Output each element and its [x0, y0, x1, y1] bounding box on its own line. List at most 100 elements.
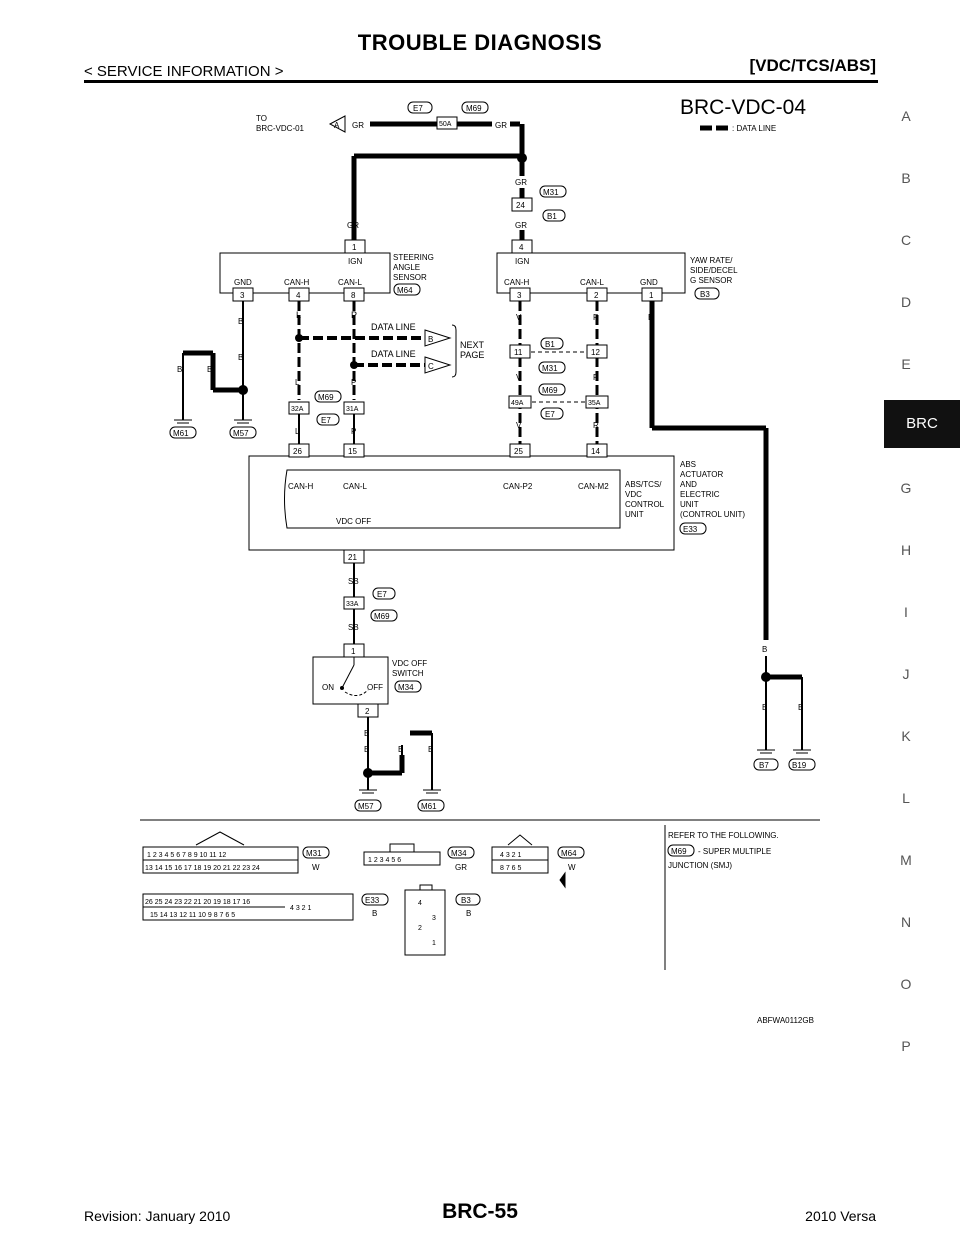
tab-D[interactable]: D — [900, 294, 912, 310]
svg-text:1: 1 — [432, 940, 436, 947]
svg-text:REFER TO THE FOLLOWING.: REFER TO THE FOLLOWING. — [668, 831, 779, 840]
svg-text:M69: M69 — [318, 393, 334, 402]
svg-text:3: 3 — [517, 291, 522, 300]
svg-text:VDC OFF: VDC OFF — [336, 517, 371, 526]
svg-text:B7: B7 — [759, 761, 769, 770]
svg-text:L: L — [295, 427, 300, 436]
tab-J[interactable]: J — [902, 666, 910, 682]
svg-text:GR: GR — [455, 863, 467, 872]
svg-text:P: P — [351, 310, 357, 320]
svg-text:4: 4 — [296, 291, 301, 300]
tab-N[interactable]: N — [900, 914, 912, 930]
svg-text:M69: M69 — [671, 847, 687, 856]
tab-P[interactable]: P — [901, 1038, 911, 1054]
svg-text:B: B — [238, 353, 243, 362]
tab-H[interactable]: H — [900, 542, 912, 558]
svg-text:A: A — [334, 121, 340, 130]
svg-text:STEERING: STEERING — [393, 253, 434, 262]
svg-text:B: B — [798, 703, 803, 712]
svg-text:P: P — [351, 378, 356, 387]
svg-text:GR: GR — [515, 178, 527, 187]
svg-text:E33: E33 — [683, 525, 698, 534]
svg-text:12: 12 — [591, 348, 600, 357]
svg-text:V: V — [516, 373, 522, 382]
svg-text:GND: GND — [234, 278, 252, 287]
svg-text:SIDE/DECEL: SIDE/DECEL — [690, 266, 738, 275]
svg-text:14: 14 — [591, 447, 600, 456]
tab-I[interactable]: I — [904, 604, 908, 620]
tab-L[interactable]: L — [902, 790, 910, 806]
svg-text:L: L — [295, 378, 300, 387]
svg-text:R: R — [593, 313, 599, 322]
svg-text:B: B — [762, 703, 767, 712]
svg-text:W: W — [312, 863, 320, 872]
svg-text:OFF: OFF — [367, 683, 383, 692]
svg-text:M57: M57 — [233, 429, 249, 438]
svg-text:15: 15 — [348, 447, 357, 456]
svg-text:35A: 35A — [588, 400, 601, 407]
svg-text:G SENSOR: G SENSOR — [690, 276, 732, 285]
svg-text:1 2 3 4 5 6 7 8 9 10 11 12: 1 2 3 4 5 6 7 8 9 10 11 12 — [147, 852, 226, 859]
svg-text:BRC-VDC-01: BRC-VDC-01 — [256, 124, 305, 133]
svg-text:CONTROL: CONTROL — [625, 500, 665, 509]
svg-text:ABS: ABS — [680, 460, 696, 469]
svg-text:IGN: IGN — [515, 257, 529, 266]
system-label: [VDC/TCS/ABS] — [749, 56, 876, 75]
svg-text:B19: B19 — [792, 761, 807, 770]
svg-text:(CONTROL UNIT): (CONTROL UNIT) — [680, 510, 745, 519]
svg-text:3: 3 — [240, 291, 245, 300]
svg-text:21: 21 — [348, 553, 357, 562]
svg-text:IGN: IGN — [348, 257, 362, 266]
svg-text:B: B — [428, 335, 433, 344]
svg-text:M64: M64 — [397, 286, 413, 295]
svg-text:B: B — [648, 313, 653, 322]
svg-text:E7: E7 — [321, 416, 331, 425]
svg-text:CAN-L: CAN-L — [580, 278, 605, 287]
svg-text:CAN-M2: CAN-M2 — [578, 482, 609, 491]
footer-revision: Revision: January 2010 — [84, 1208, 231, 1224]
tab-G[interactable]: G — [900, 480, 912, 496]
svg-text:B: B — [428, 745, 433, 754]
svg-text:50A: 50A — [439, 121, 452, 128]
svg-text:13 14 15 16 17 18 19 20 21 22: 13 14 15 16 17 18 19 20 21 22 23 24 — [145, 865, 260, 872]
svg-text:ABFWA0112GB: ABFWA0112GB — [757, 1016, 814, 1025]
svg-text:8 7 6 5: 8 7 6 5 — [500, 865, 522, 872]
svg-text:B: B — [466, 909, 471, 918]
svg-text:M69: M69 — [542, 386, 558, 395]
svg-text:AND: AND — [680, 480, 697, 489]
svg-text:1 2 3 4 5 6: 1 2 3 4 5 6 — [368, 857, 401, 864]
tab-K[interactable]: K — [901, 728, 911, 744]
svg-text:3: 3 — [432, 915, 436, 922]
svg-text:TO: TO — [256, 114, 267, 123]
svg-text:4 3 2 1: 4 3 2 1 — [500, 852, 522, 859]
tab-M[interactable]: M — [900, 852, 912, 868]
svg-text:M34: M34 — [398, 683, 414, 692]
tab-C[interactable]: C — [900, 232, 912, 248]
connector-M69: M69 — [466, 104, 482, 113]
svg-text:4 3 2 1: 4 3 2 1 — [290, 905, 312, 912]
tab-O[interactable]: O — [900, 976, 912, 992]
svg-text:CAN-H: CAN-H — [504, 278, 530, 287]
tab-A[interactable]: A — [901, 108, 911, 124]
svg-text:DATA LINE: DATA LINE — [371, 322, 416, 332]
tab-BRC[interactable]: BRC — [884, 400, 960, 448]
svg-text:8: 8 — [351, 291, 356, 300]
svg-text:SWITCH: SWITCH — [392, 669, 424, 678]
svg-text:UNIT: UNIT — [680, 500, 699, 509]
svg-text:49A: 49A — [511, 400, 524, 407]
legend-text: : DATA LINE — [732, 124, 776, 133]
svg-text:ANGLE: ANGLE — [393, 263, 420, 272]
svg-text:E33: E33 — [365, 896, 380, 905]
svg-text:B: B — [398, 745, 403, 754]
tab-B[interactable]: B — [901, 170, 911, 186]
svg-text:C: C — [428, 362, 434, 371]
svg-text:32A: 32A — [291, 406, 304, 413]
svg-text:ACTUATOR: ACTUATOR — [680, 470, 723, 479]
tab-E[interactable]: E — [901, 356, 911, 372]
svg-text:PAGE: PAGE — [460, 350, 484, 360]
svg-text:31A: 31A — [346, 406, 359, 413]
svg-text:SB: SB — [348, 577, 359, 586]
svg-text:M31: M31 — [306, 849, 322, 858]
svg-text:GR: GR — [515, 221, 527, 230]
